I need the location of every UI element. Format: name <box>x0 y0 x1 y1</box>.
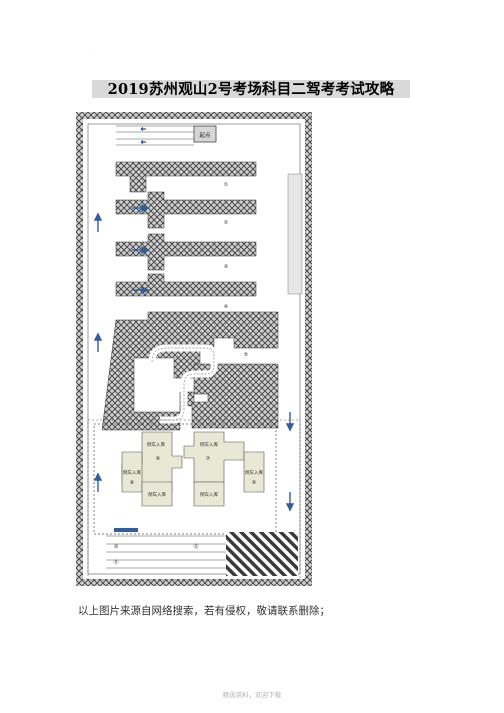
station-2: ② <box>224 220 229 226</box>
parking-label-6: 倒车入库 <box>200 491 218 498</box>
station-8: ⑧ <box>130 480 135 486</box>
station-12: ⑫ <box>193 543 198 550</box>
station-1: ① <box>224 182 229 188</box>
track-border <box>87 123 301 575</box>
station-7: ⑦ <box>206 456 211 462</box>
parking-label-2: 倒车入库 <box>200 441 218 448</box>
start-label: 起点 <box>199 132 211 139</box>
page-title: 2019苏州观山2号考场科目二驾考考试攻略 <box>107 81 395 98</box>
curve-obstacles <box>115 161 257 297</box>
parking-pads <box>121 431 265 507</box>
parking-label-1: 倒车入库 <box>147 441 165 448</box>
parking-zone <box>93 423 277 535</box>
parking-label-4: 倒车入库 <box>245 469 263 476</box>
station-5: ⑤ <box>244 352 248 358</box>
station-11: ⑪ <box>113 559 118 566</box>
direction-arrows <box>93 203 295 512</box>
station-10: ⑩ <box>114 544 119 550</box>
page-footer: 精选资料，欢迎下载 <box>222 691 282 699</box>
parking-label-5: 倒车入库 <box>148 491 166 498</box>
title-highlight <box>92 80 410 98</box>
corner-mark: · <box>91 46 93 52</box>
start-box <box>193 125 217 143</box>
right-service-strip <box>287 173 303 295</box>
station-4: ④ <box>224 304 229 310</box>
station-9: ⑨ <box>252 480 256 486</box>
parking-label-3: 倒车入库 <box>123 469 141 476</box>
hatched-bottom-zone <box>226 532 298 576</box>
image-source-caption: 以上图片来源自网络搜索，若有侵权，敬请联系删除； <box>78 605 330 617</box>
station-3: ③ <box>224 264 228 270</box>
station-6: ⑥ <box>156 456 161 462</box>
exam-course-map: 起点 倒车入库 倒车入库 倒车入库 倒车入库 倒车入库 倒车入库 <box>76 112 312 586</box>
